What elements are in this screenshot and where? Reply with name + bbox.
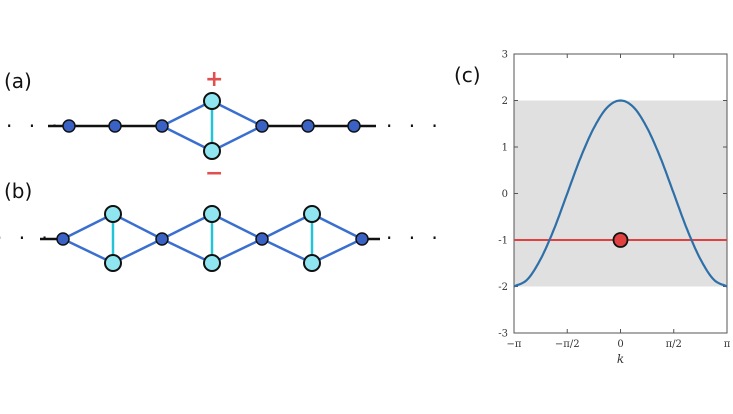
diamond-node-bottom (303, 254, 321, 272)
diamond-node-top (303, 205, 321, 223)
y-tick-label: 0 (502, 189, 508, 200)
flat-band-marker (612, 232, 629, 248)
y-tick-label: 3 (502, 50, 508, 61)
ellipsis-left-b: · · · (0, 226, 53, 250)
panel-label-b: (b) (4, 179, 32, 203)
chain-node (155, 232, 169, 246)
minus-sign: − (205, 161, 223, 186)
bond-b (261, 212, 313, 241)
bond-a (161, 124, 213, 153)
y-tick-label: -2 (498, 282, 508, 293)
bond-a (211, 124, 263, 153)
x-tick-label: 0 (617, 339, 623, 350)
bond-a (211, 99, 263, 128)
chain-node (56, 232, 70, 246)
bond-b (161, 212, 213, 241)
chain-node (155, 119, 169, 133)
y-tick-label: 1 (502, 143, 508, 154)
shaded-band-region (514, 100, 727, 287)
chain-node (301, 119, 315, 133)
bond-b (211, 237, 263, 265)
chain-node (355, 232, 369, 246)
bond-b (112, 237, 163, 265)
chain-node (62, 119, 76, 133)
x-tick-label: −π (507, 339, 522, 350)
bond-b (311, 212, 363, 241)
x-tick-label: π/2 (666, 339, 682, 350)
bond-b (62, 237, 114, 265)
plus-sign: + (205, 67, 223, 92)
y-tick-label: -1 (498, 236, 508, 247)
ellipsis-right-a: · · · (386, 114, 443, 138)
bond-b (211, 212, 263, 241)
bond-b (62, 212, 114, 241)
chain-node (347, 119, 361, 133)
diamond-node-top (104, 205, 122, 223)
bond-b (311, 237, 363, 265)
dispersive-band-curve (513, 99, 728, 288)
x-tick-label: π (724, 339, 731, 350)
x-axis-label: k (617, 352, 624, 366)
panel-label-a: (a) (4, 69, 32, 93)
panel-label-c: (c) (454, 63, 481, 87)
x-tick-label: −π/2 (555, 339, 580, 350)
bond-b (161, 237, 213, 265)
chain-node (255, 119, 269, 133)
ellipsis-right-b: · · · (386, 226, 443, 250)
chain-node (108, 119, 122, 133)
diamond-node-bottom (203, 254, 221, 272)
band-structure-plot: 3 2 1 0 -1 -2 -3−π −π/2 0 π/2 π k (498, 50, 730, 367)
panel-b-diamond-chain: · · · · · · (0, 205, 443, 272)
diamond-node-top (203, 92, 221, 110)
bond-b (112, 212, 163, 241)
diamond-node-top (203, 205, 221, 223)
y-tick-label: 2 (502, 96, 508, 107)
panel-a-chain: · · · · · · + − (6, 67, 443, 186)
diamond-node-bottom (104, 254, 122, 272)
diamond-node-bottom (203, 142, 221, 160)
bond-b (261, 237, 313, 265)
chain-node (255, 232, 269, 246)
bond-a (161, 99, 213, 128)
y-tick-label: -3 (498, 329, 508, 340)
